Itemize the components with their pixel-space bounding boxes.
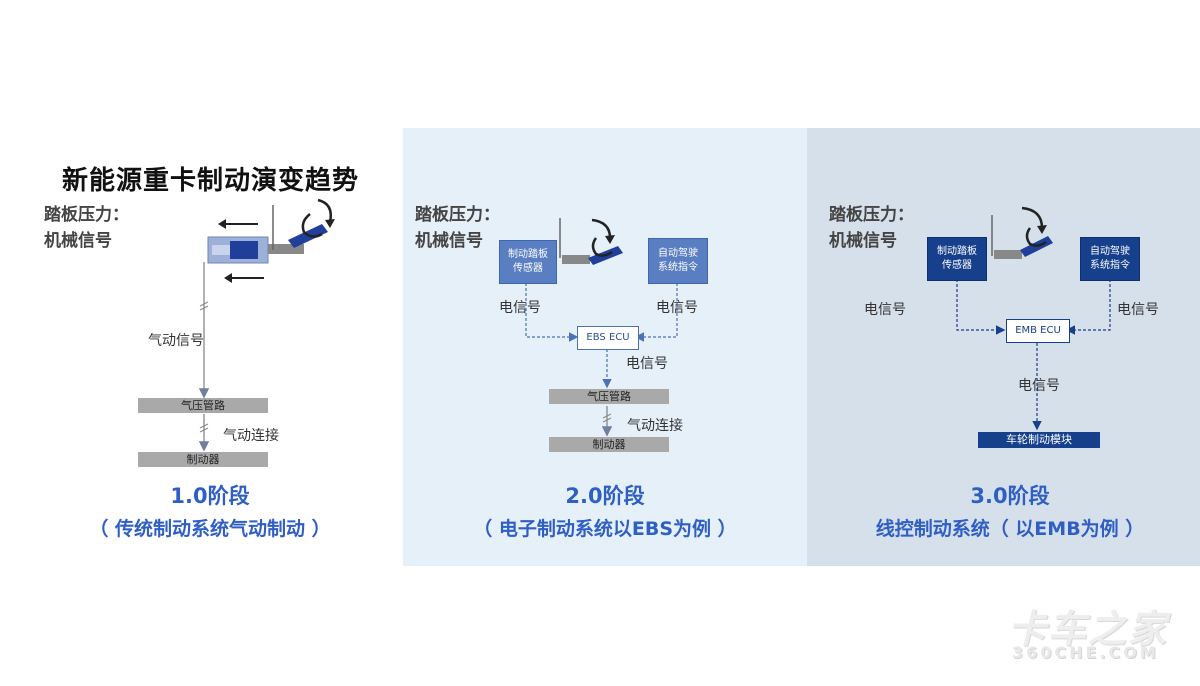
stage3-wheel-brake-module: 车轮制动模块 xyxy=(978,432,1100,448)
stage1-pedal-line1: 踏板压力： xyxy=(44,205,129,225)
stage2-pedal-line1: 踏板压力： xyxy=(415,205,500,225)
stage3-pedal-line2: 机械信号 xyxy=(829,231,897,251)
stage1-pneumatic-connect-label: 气动连接 xyxy=(223,428,279,444)
stage3-autopilot-box: 自动驾驶系统指令 xyxy=(1080,237,1140,281)
stage1-pneumatic-signal-label: 气动信号 xyxy=(148,333,204,349)
stage2-signal-down: 电信号 xyxy=(626,356,668,372)
stage1-pedal-line2: 机械信号 xyxy=(44,231,112,251)
stage3-signal-left: 电信号 xyxy=(864,302,906,318)
stage2-pneumatic-connect-label: 气动连接 xyxy=(627,418,683,434)
stage2-pedal-icon xyxy=(559,218,623,265)
stage2-air-pipe: 气压管路 xyxy=(549,389,669,404)
stage2-pedal-label: 踏板压力： 机械信号 xyxy=(415,202,500,254)
stage1-title: 1.0阶段 xyxy=(170,484,250,508)
stage3-pedal-label: 踏板压力： 机械信号 xyxy=(829,202,914,254)
stage2-desc: （ 电子制动系统以EBS为例 ） xyxy=(473,518,737,540)
stage3-signal-down: 电信号 xyxy=(1018,378,1060,394)
stage3-panel xyxy=(807,128,1200,566)
stage3-emb-ecu: EMB ECU xyxy=(1006,319,1070,343)
watermark-url: 360CHE.COM xyxy=(1012,643,1159,662)
stage1-pedal-icon xyxy=(288,198,335,248)
stage2-signal-right: 电信号 xyxy=(656,300,698,316)
watermark-brand: 卡车之家 xyxy=(1008,607,1169,651)
stage3-pedal-icon xyxy=(991,206,1053,259)
stage2-brake: 制动器 xyxy=(549,437,669,452)
stage1-cylinder-icon xyxy=(207,205,304,264)
stage2-signal-left: 电信号 xyxy=(499,300,541,316)
stage2-title: 2.0阶段 xyxy=(565,484,645,508)
stage3-signal-right: 电信号 xyxy=(1117,302,1159,318)
page-title: 新能源重卡制动演变趋势 xyxy=(62,166,360,196)
stage1-air-pipe: 气压管路 xyxy=(138,398,268,413)
stage3-pedal-sensor-box: 制动踏板传感器 xyxy=(927,237,987,281)
stage1-left-arrow-icon xyxy=(218,219,264,283)
stage3-title: 3.0阶段 xyxy=(970,484,1050,508)
stage2-pedal-line2: 机械信号 xyxy=(415,231,483,251)
stage1-desc: （ 传统制动系统气动制动 ） xyxy=(89,518,331,540)
stage1-brake: 制动器 xyxy=(138,452,268,467)
stage2-ebs-ecu: EBS ECU xyxy=(577,326,639,350)
stage3-desc: 线控制动系统（ 以EMB为例 ） xyxy=(875,518,1145,540)
stage2-pedal-sensor-box: 制动踏板传感器 xyxy=(499,240,557,284)
stage1-pedal-label: 踏板压力： 机械信号 xyxy=(44,202,129,254)
stage2-autopilot-box: 自动驾驶系统指令 xyxy=(648,238,708,284)
stage3-pedal-line1: 踏板压力： xyxy=(829,205,914,225)
